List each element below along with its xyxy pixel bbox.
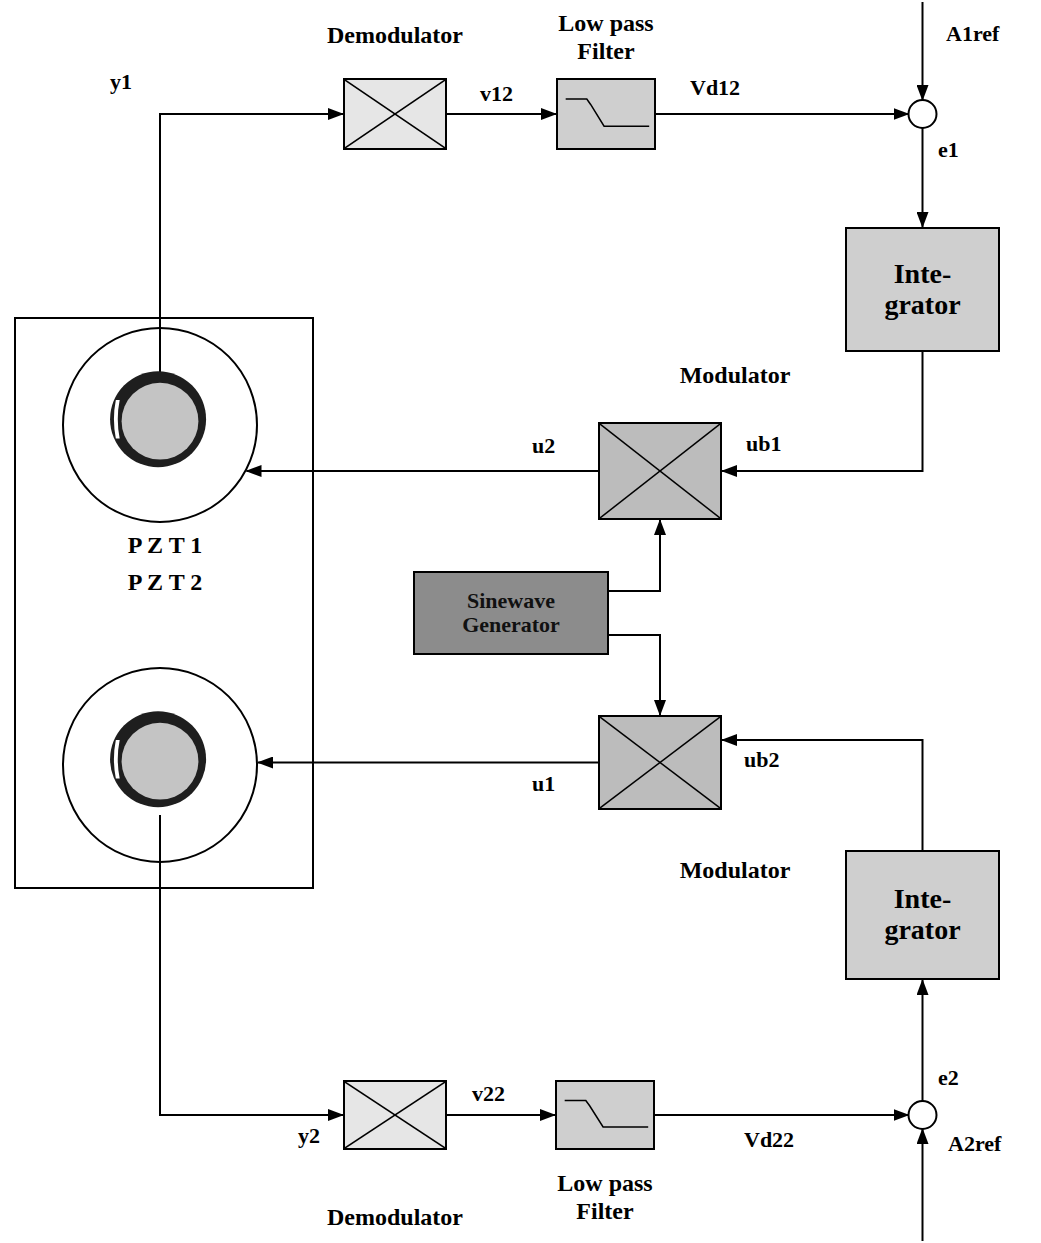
signal-name: ub1: [744, 432, 783, 456]
x-symbol: [600, 717, 720, 808]
signal-name: v12: [478, 82, 515, 106]
connector-segment: [722, 740, 923, 850]
connector-segment: [447, 113, 556, 115]
demodulator-box: Demodulator: [343, 1080, 447, 1150]
block-heading: Demodulator: [327, 1204, 463, 1232]
pzt-disc: P Z T 1: [62, 327, 258, 523]
block-heading: Demodulator: [327, 22, 463, 50]
block-text: Sinewave Generator: [436, 589, 586, 637]
lpf-symbol: [557, 1082, 653, 1148]
block-heading: P Z T 1: [128, 532, 202, 560]
signal-name: e2: [936, 1066, 961, 1090]
text-holder: Sinewave Generator: [415, 573, 607, 653]
summing-junction: [909, 1101, 937, 1129]
signal-connector: [258, 762, 598, 763]
signal-connector: [160, 114, 343, 375]
demodulator-box: Demodulator: [343, 78, 447, 150]
block-text: Inte- grator: [873, 259, 973, 321]
signal-connector: [247, 471, 599, 472]
signal-name: v22: [470, 1082, 507, 1106]
modulator-box: Modulator: [598, 422, 722, 520]
modulator-box: Modulator: [598, 715, 722, 810]
signal-name: e1: [936, 138, 961, 162]
connector-segment: [922, 980, 924, 1101]
connector-segment: [258, 762, 598, 764]
lpf-symbol: [558, 80, 654, 148]
x-symbol: [600, 424, 720, 518]
text-holder: Inte- grator: [847, 852, 998, 978]
reference-input: [922, 1129, 924, 1241]
connector-segment: [160, 815, 343, 1115]
reference-input: [922, 2, 924, 100]
connector-segment: [609, 520, 660, 591]
signal-connector: [609, 520, 660, 591]
block-heading: Modulator: [680, 857, 791, 885]
pzt-disc: P Z T 2: [62, 667, 258, 863]
x-symbol: [345, 1082, 445, 1148]
block-heading: P Z T 2: [128, 569, 202, 597]
integrator-box: Inte- grator: [845, 850, 1000, 980]
connector-segment: [656, 113, 909, 115]
signal-name: y1: [108, 70, 134, 94]
low-pass-filter-box: Low pass Filter: [556, 78, 656, 150]
block-text: Inte- grator: [873, 884, 973, 946]
pzt-symbol: [64, 329, 256, 521]
pzt-symbol: [64, 669, 256, 861]
text-holder: Inte- grator: [847, 229, 998, 350]
pzt-plate: [15, 318, 313, 888]
signal-connector: [609, 635, 660, 715]
integrator-box: Inte- grator: [845, 227, 1000, 352]
block-heading: Low pass Filter: [535, 1170, 675, 1225]
connector-segment: [655, 1114, 909, 1116]
connector-segment: [922, 128, 924, 227]
signal-connector: [722, 740, 923, 850]
signal-name: A1ref: [944, 22, 1001, 46]
signal-name: ub2: [742, 748, 781, 772]
signal-name: u2: [530, 434, 557, 458]
signal-connector: [656, 114, 923, 227]
signal-name: Vd12: [688, 76, 742, 100]
connector-segment: [160, 114, 343, 375]
sinewave-generator-box: Sinewave Generator: [413, 571, 609, 655]
connector-segment: [447, 1114, 555, 1116]
summing-junction: [909, 100, 937, 128]
signal-name: y2: [296, 1124, 322, 1148]
signal-name: Vd22: [742, 1128, 796, 1152]
connector-segment: [609, 635, 660, 715]
signal-connector: [447, 114, 556, 115]
x-symbol: [345, 80, 445, 148]
block-heading: Low pass Filter: [536, 10, 676, 65]
signal-connector: [160, 815, 343, 1115]
block-heading: Modulator: [680, 362, 791, 390]
signal-name: u1: [530, 772, 557, 796]
signal-name: A2ref: [946, 1132, 1003, 1156]
connector-segment: [247, 470, 599, 472]
signal-connector: [447, 1115, 555, 1116]
low-pass-filter-box: Low pass Filter: [555, 1080, 655, 1150]
signal-connector: [655, 980, 923, 1115]
